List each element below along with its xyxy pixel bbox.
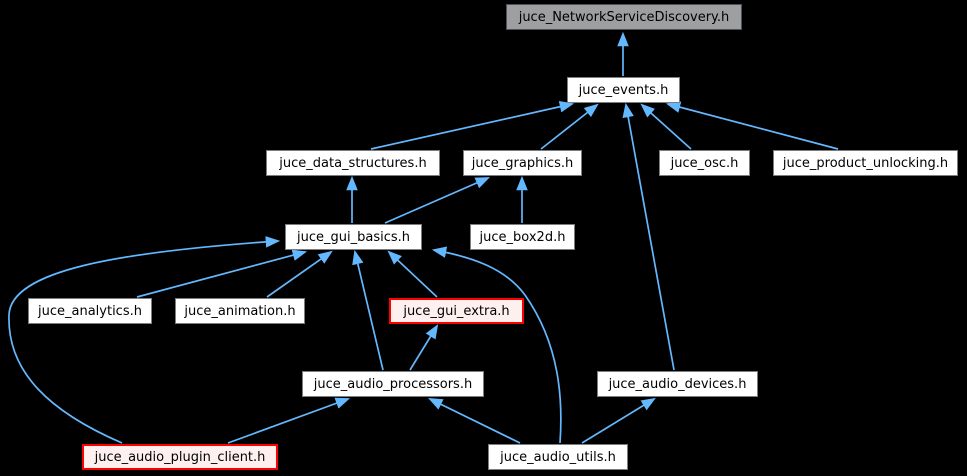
edge-graphics-to-events [540,103,599,150]
node-data_structures[interactable]: juce_data_structures.h [266,150,440,176]
edge-product_unlocking-to-events [665,101,839,150]
node-box2d[interactable]: juce_box2d.h [470,224,575,250]
node-animation[interactable]: juce_animation.h [175,298,305,324]
node-osc[interactable]: juce_osc.h [659,150,750,176]
edge-animation-to-gui_basics [266,250,333,298]
node-nsd[interactable]: juce_NetworkServiceDiscovery.h [506,4,742,30]
edge-data_structures-to-events [370,101,575,150]
node-graphics[interactable]: juce_graphics.h [463,150,582,176]
node-events[interactable]: juce_events.h [567,77,680,103]
edge-audio_plugin_client-to-gui_basics [8,236,281,444]
edge-audio_utils-to-audio_processors [428,398,521,444]
node-gui_extra[interactable]: juce_gui_extra.h [389,298,524,324]
node-audio_processors[interactable]: juce_audio_processors.h [302,371,484,397]
edge-audio_plugin_client-to-audio_processors [227,397,351,444]
node-audio_devices[interactable]: juce_audio_devices.h [597,371,758,397]
edge-gui_extra-to-gui_basics [387,250,438,298]
edge-audio_utils-to-audio_devices [581,397,656,444]
edge-gui_basics-to-graphics [384,177,490,224]
node-audio_utils[interactable]: juce_audio_utils.h [488,444,628,470]
edge-osc-to-events [640,103,692,150]
node-audio_plugin_client[interactable]: juce_audio_plugin_client.h [82,444,278,470]
edge-audio_utils-to-gui_basics [431,246,562,444]
edge-audio_processors-to-gui_basics [352,249,384,371]
node-product_unlocking[interactable]: juce_product_unlocking.h [773,150,958,176]
node-gui_basics[interactable]: juce_gui_basics.h [285,224,422,250]
edge-analytics-to-gui_basics [136,249,308,298]
edge-audio_devices-to-events [622,102,675,371]
edge-audio_processors-to-gui_extra [409,324,439,371]
node-analytics[interactable]: juce_analytics.h [28,298,152,324]
